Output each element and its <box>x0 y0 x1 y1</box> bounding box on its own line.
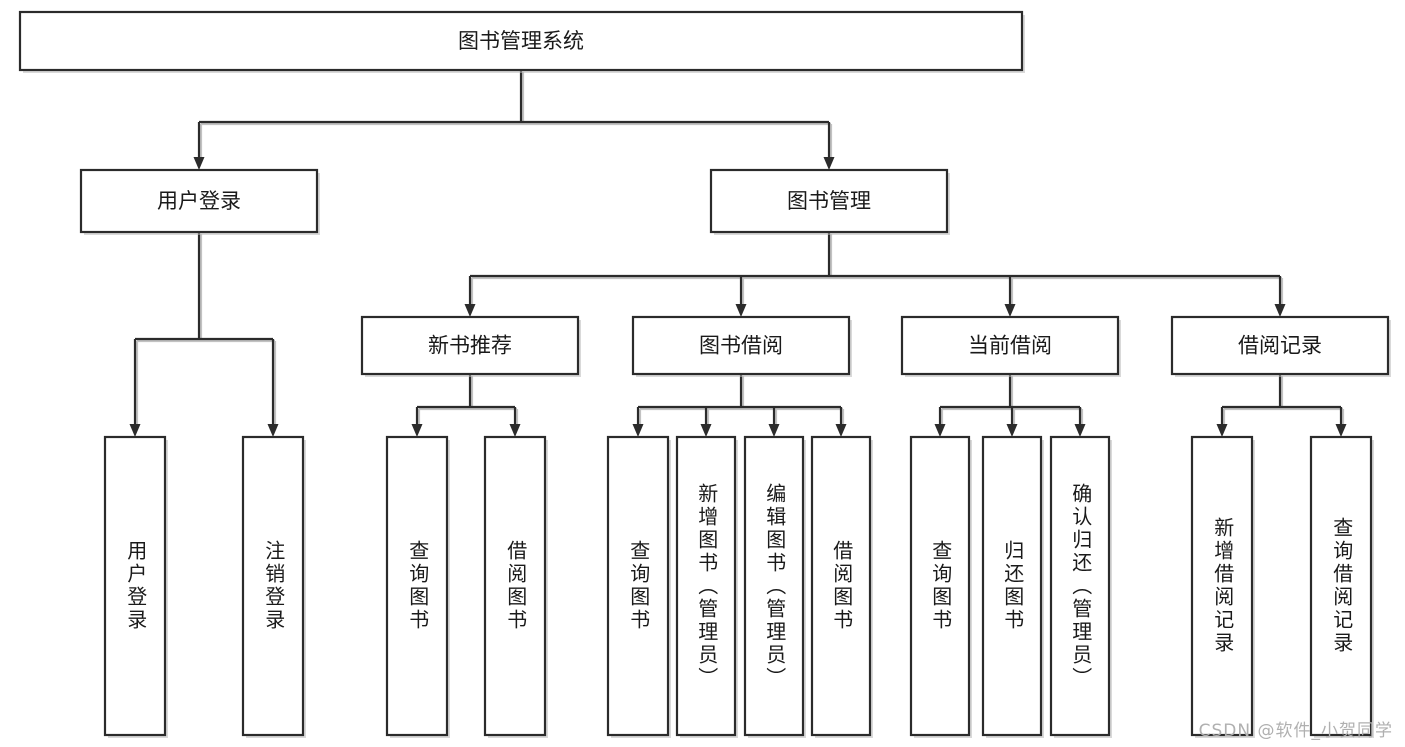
node-user-login[interactable] <box>79 168 320 235</box>
arrow-head-icon <box>823 157 835 170</box>
connectors-layer <box>129 70 1347 437</box>
node-leaf-return-book[interactable] <box>981 435 1044 738</box>
arrow-head-icon <box>464 304 476 317</box>
node-leaf-query-book-3[interactable] <box>909 435 972 738</box>
arrow-head-icon <box>735 304 747 317</box>
node-leaf-query-book-2[interactable] <box>606 435 671 738</box>
node-leaf-user-login[interactable] <box>103 435 168 738</box>
node-book-manage[interactable] <box>709 168 950 235</box>
node-leaf-confirm-return[interactable] <box>1049 435 1112 738</box>
arrow-head-icon <box>1274 304 1286 317</box>
label-book-manage: 图书管理 <box>787 189 871 213</box>
node-root[interactable] <box>18 10 1025 73</box>
node-leaf-user-logout[interactable] <box>241 435 306 738</box>
label-borrow-record: 借阅记录 <box>1238 334 1322 358</box>
label-user-login: 用户登录 <box>157 189 241 213</box>
label-root: 图书管理系统 <box>458 29 584 53</box>
arrow-head-icon <box>267 424 279 437</box>
node-leaf-borrow-book-1[interactable] <box>483 435 548 738</box>
node-leaf-borrow-book-2[interactable] <box>810 435 873 738</box>
label-new-book-recommend: 新书推荐 <box>428 334 512 358</box>
node-book-borrow[interactable] <box>631 315 852 377</box>
arrow-head-icon <box>632 424 644 437</box>
arrow-head-icon <box>768 424 780 437</box>
node-current-borrow[interactable] <box>900 315 1121 377</box>
node-borrow-record[interactable] <box>1170 315 1391 377</box>
arrow-head-icon <box>509 424 521 437</box>
node-leaf-add-book[interactable] <box>675 435 738 738</box>
arrow-head-icon <box>1006 424 1018 437</box>
node-leaf-edit-book[interactable] <box>743 435 806 738</box>
arrow-head-icon <box>934 424 946 437</box>
node-leaf-query-borrow-record[interactable] <box>1309 435 1374 738</box>
label-current-borrow: 当前借阅 <box>968 334 1052 358</box>
arrow-head-icon <box>1335 424 1347 437</box>
arrow-head-icon <box>1004 304 1016 317</box>
arrow-head-icon <box>129 424 141 437</box>
arrow-head-icon <box>835 424 847 437</box>
node-leaf-query-book-1[interactable] <box>385 435 450 738</box>
label-book-borrow: 图书借阅 <box>699 334 783 358</box>
node-new-book-recommend[interactable] <box>360 315 581 377</box>
arrow-head-icon <box>1074 424 1086 437</box>
boxes-layer <box>18 10 1391 738</box>
arrow-head-icon <box>411 424 423 437</box>
node-leaf-add-borrow-record[interactable] <box>1190 435 1255 738</box>
watermark-text: CSDN @软件_小贺同学 <box>1198 721 1393 741</box>
arrow-head-icon <box>1216 424 1228 437</box>
arrow-head-icon <box>700 424 712 437</box>
arrow-head-icon <box>193 157 205 170</box>
